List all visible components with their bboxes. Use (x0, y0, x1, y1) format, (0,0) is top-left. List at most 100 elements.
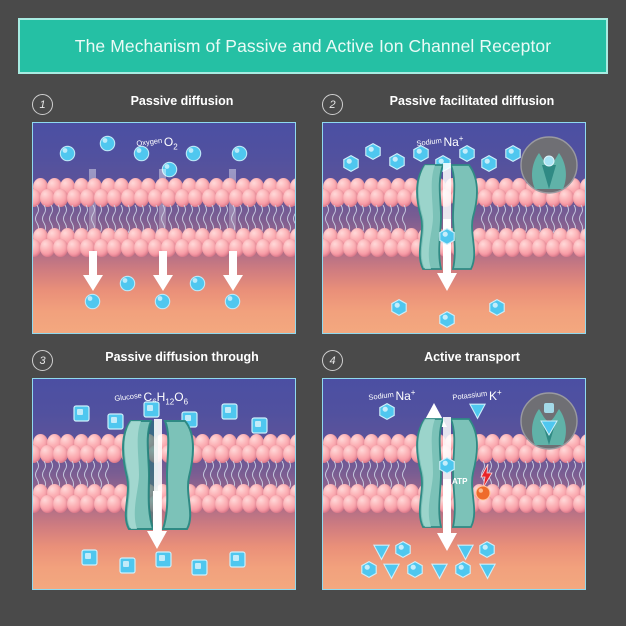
lipid-head (329, 239, 345, 257)
lipid-head (343, 239, 358, 257)
lipid-head (107, 239, 122, 257)
lipid-head (174, 189, 190, 207)
panel-2-title: Passive facilitated diffusion (389, 94, 555, 108)
panel-3-head: 3 Passive diffusion through (32, 348, 304, 378)
lipid-head (80, 445, 95, 463)
lipid-head (370, 445, 385, 463)
panel-passive-facilitated-diffusion: 2 Passive facilitated diffusion SodiumNa… (322, 92, 594, 334)
lipid-head (215, 445, 230, 463)
oxygen-particle (59, 145, 76, 162)
atp-sphere-icon (475, 485, 491, 506)
sodium-label-name-4: Sodium (367, 389, 395, 402)
lipid-head (343, 445, 358, 463)
lipid-head (518, 239, 534, 257)
page-title: The Mechanism of Passive and Active Ion … (74, 35, 552, 56)
diffusion-column (159, 169, 166, 253)
lipid-head (39, 239, 55, 257)
panel-3-title: Passive diffusion through (105, 350, 259, 364)
lipid-head (559, 189, 574, 207)
panel-passive-diffusion: 1 Passive diffusion OxygenO2 (32, 92, 304, 334)
glucose-particle (107, 413, 124, 430)
glucose-particle (221, 403, 238, 420)
sodium-particle (343, 154, 359, 173)
potassium-particle (382, 563, 401, 580)
glucose-flow-arrow (146, 491, 168, 549)
sodium-particle (505, 144, 521, 163)
potassium-label-formula: K+ (489, 388, 502, 403)
lipid-head (370, 189, 385, 207)
potassium-particle (468, 403, 487, 420)
lipid-head (559, 445, 574, 463)
lipid-head (174, 239, 190, 257)
lipid-head (559, 239, 574, 257)
pump-closeup-inset (519, 391, 579, 451)
lipid-head (66, 495, 82, 513)
lipid-head (134, 239, 149, 257)
sodium-particle (413, 144, 429, 163)
lipid-head (572, 495, 585, 513)
lipid-head (93, 445, 109, 463)
panel-passive-diffusion-through: 3 Passive diffusion through GlucoseC6H12… (32, 348, 304, 590)
lipid-head (269, 239, 284, 257)
lipid-head (188, 189, 203, 207)
diffusion-column (89, 169, 96, 253)
lipid-head (505, 239, 520, 257)
lipid-head (478, 189, 493, 207)
ion-flow-arrow (436, 219, 458, 291)
panel-1-scene: OxygenO2 (32, 122, 296, 334)
sodium-particle (379, 402, 395, 421)
lipid-head (33, 189, 41, 207)
lipid-head (120, 189, 136, 207)
sodium-particle (479, 540, 495, 559)
lipid-head (242, 445, 257, 463)
sodium-particle (481, 154, 497, 173)
lipid-head (242, 495, 257, 513)
oxygen-particle (154, 293, 171, 310)
lipid-head (53, 189, 68, 207)
potassium-particle (430, 563, 449, 580)
panel-1-title: Passive diffusion (130, 94, 234, 108)
sodium-particle (365, 142, 381, 161)
lipid-head (66, 445, 82, 463)
lipid-head (228, 189, 244, 207)
lipid-head (93, 189, 109, 207)
panel-1-head: 1 Passive diffusion (32, 92, 304, 122)
lipid-head (505, 495, 520, 513)
lipid-head (289, 484, 295, 502)
lipid-head (518, 189, 534, 207)
lipid-head (201, 189, 217, 207)
lipid-head (188, 495, 203, 513)
oxygen-particle (119, 275, 136, 292)
lipid-head (255, 495, 271, 513)
sodium-label-formula-4: Na+ (395, 388, 416, 403)
panel-4-head: 4 Active transport (322, 348, 594, 378)
lipid-head (323, 445, 331, 463)
potassium-particle (372, 544, 391, 561)
panel-3-number-badge: 3 (32, 350, 53, 371)
sodium-particle-in-pump (439, 456, 455, 475)
lipid-head (39, 495, 55, 513)
lipid-head (242, 189, 257, 207)
lipid-head (383, 495, 399, 513)
glucose-particle (155, 551, 172, 568)
lipid-head (66, 239, 82, 257)
potassium-label-name: Potassium (451, 388, 488, 402)
glucose-particle (181, 411, 198, 428)
diffusion-arrow (222, 251, 244, 291)
oxygen-particle (189, 275, 206, 292)
sodium-particle (439, 310, 455, 329)
diffusion-arrow (152, 251, 174, 291)
sodium-particle (407, 560, 423, 579)
lipid-head (269, 189, 284, 207)
lipid-head (201, 445, 217, 463)
diffusion-arrow (82, 251, 104, 291)
lipid-head (397, 239, 412, 257)
lipid-head (107, 189, 122, 207)
lipid-head (572, 189, 585, 207)
lipid-head (80, 495, 95, 513)
lipid-head (532, 189, 547, 207)
lipid-head (289, 178, 295, 196)
lipid-head (201, 239, 217, 257)
lipid-head (545, 495, 561, 513)
panel-active-transport: 4 Active transport SodiumNa+ PotassiumK+ (322, 348, 594, 590)
